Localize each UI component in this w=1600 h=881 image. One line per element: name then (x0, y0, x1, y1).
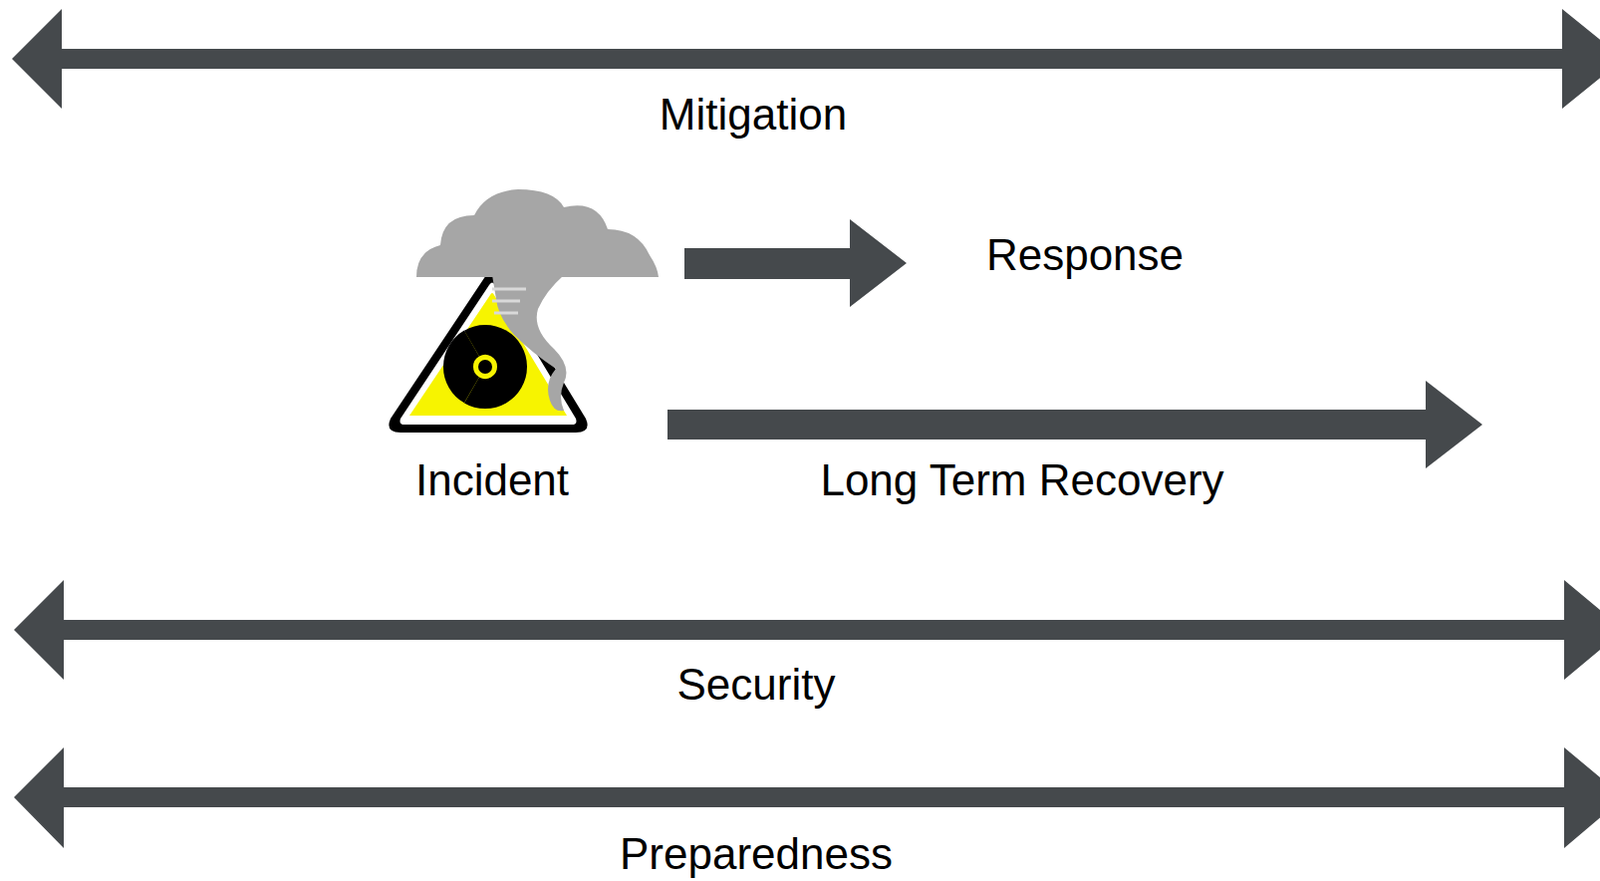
phase-label: Security (677, 662, 836, 707)
phase-label: Incident (415, 458, 569, 503)
phase-label: Mitigation (659, 92, 847, 137)
phase-label: Response (986, 233, 1184, 277)
right-arrow (684, 219, 907, 307)
phase-label: Long Term Recovery (819, 458, 1224, 503)
incident-icon (388, 189, 659, 433)
right-arrow (667, 380, 1483, 469)
phase-label: Preparedness (619, 831, 893, 876)
